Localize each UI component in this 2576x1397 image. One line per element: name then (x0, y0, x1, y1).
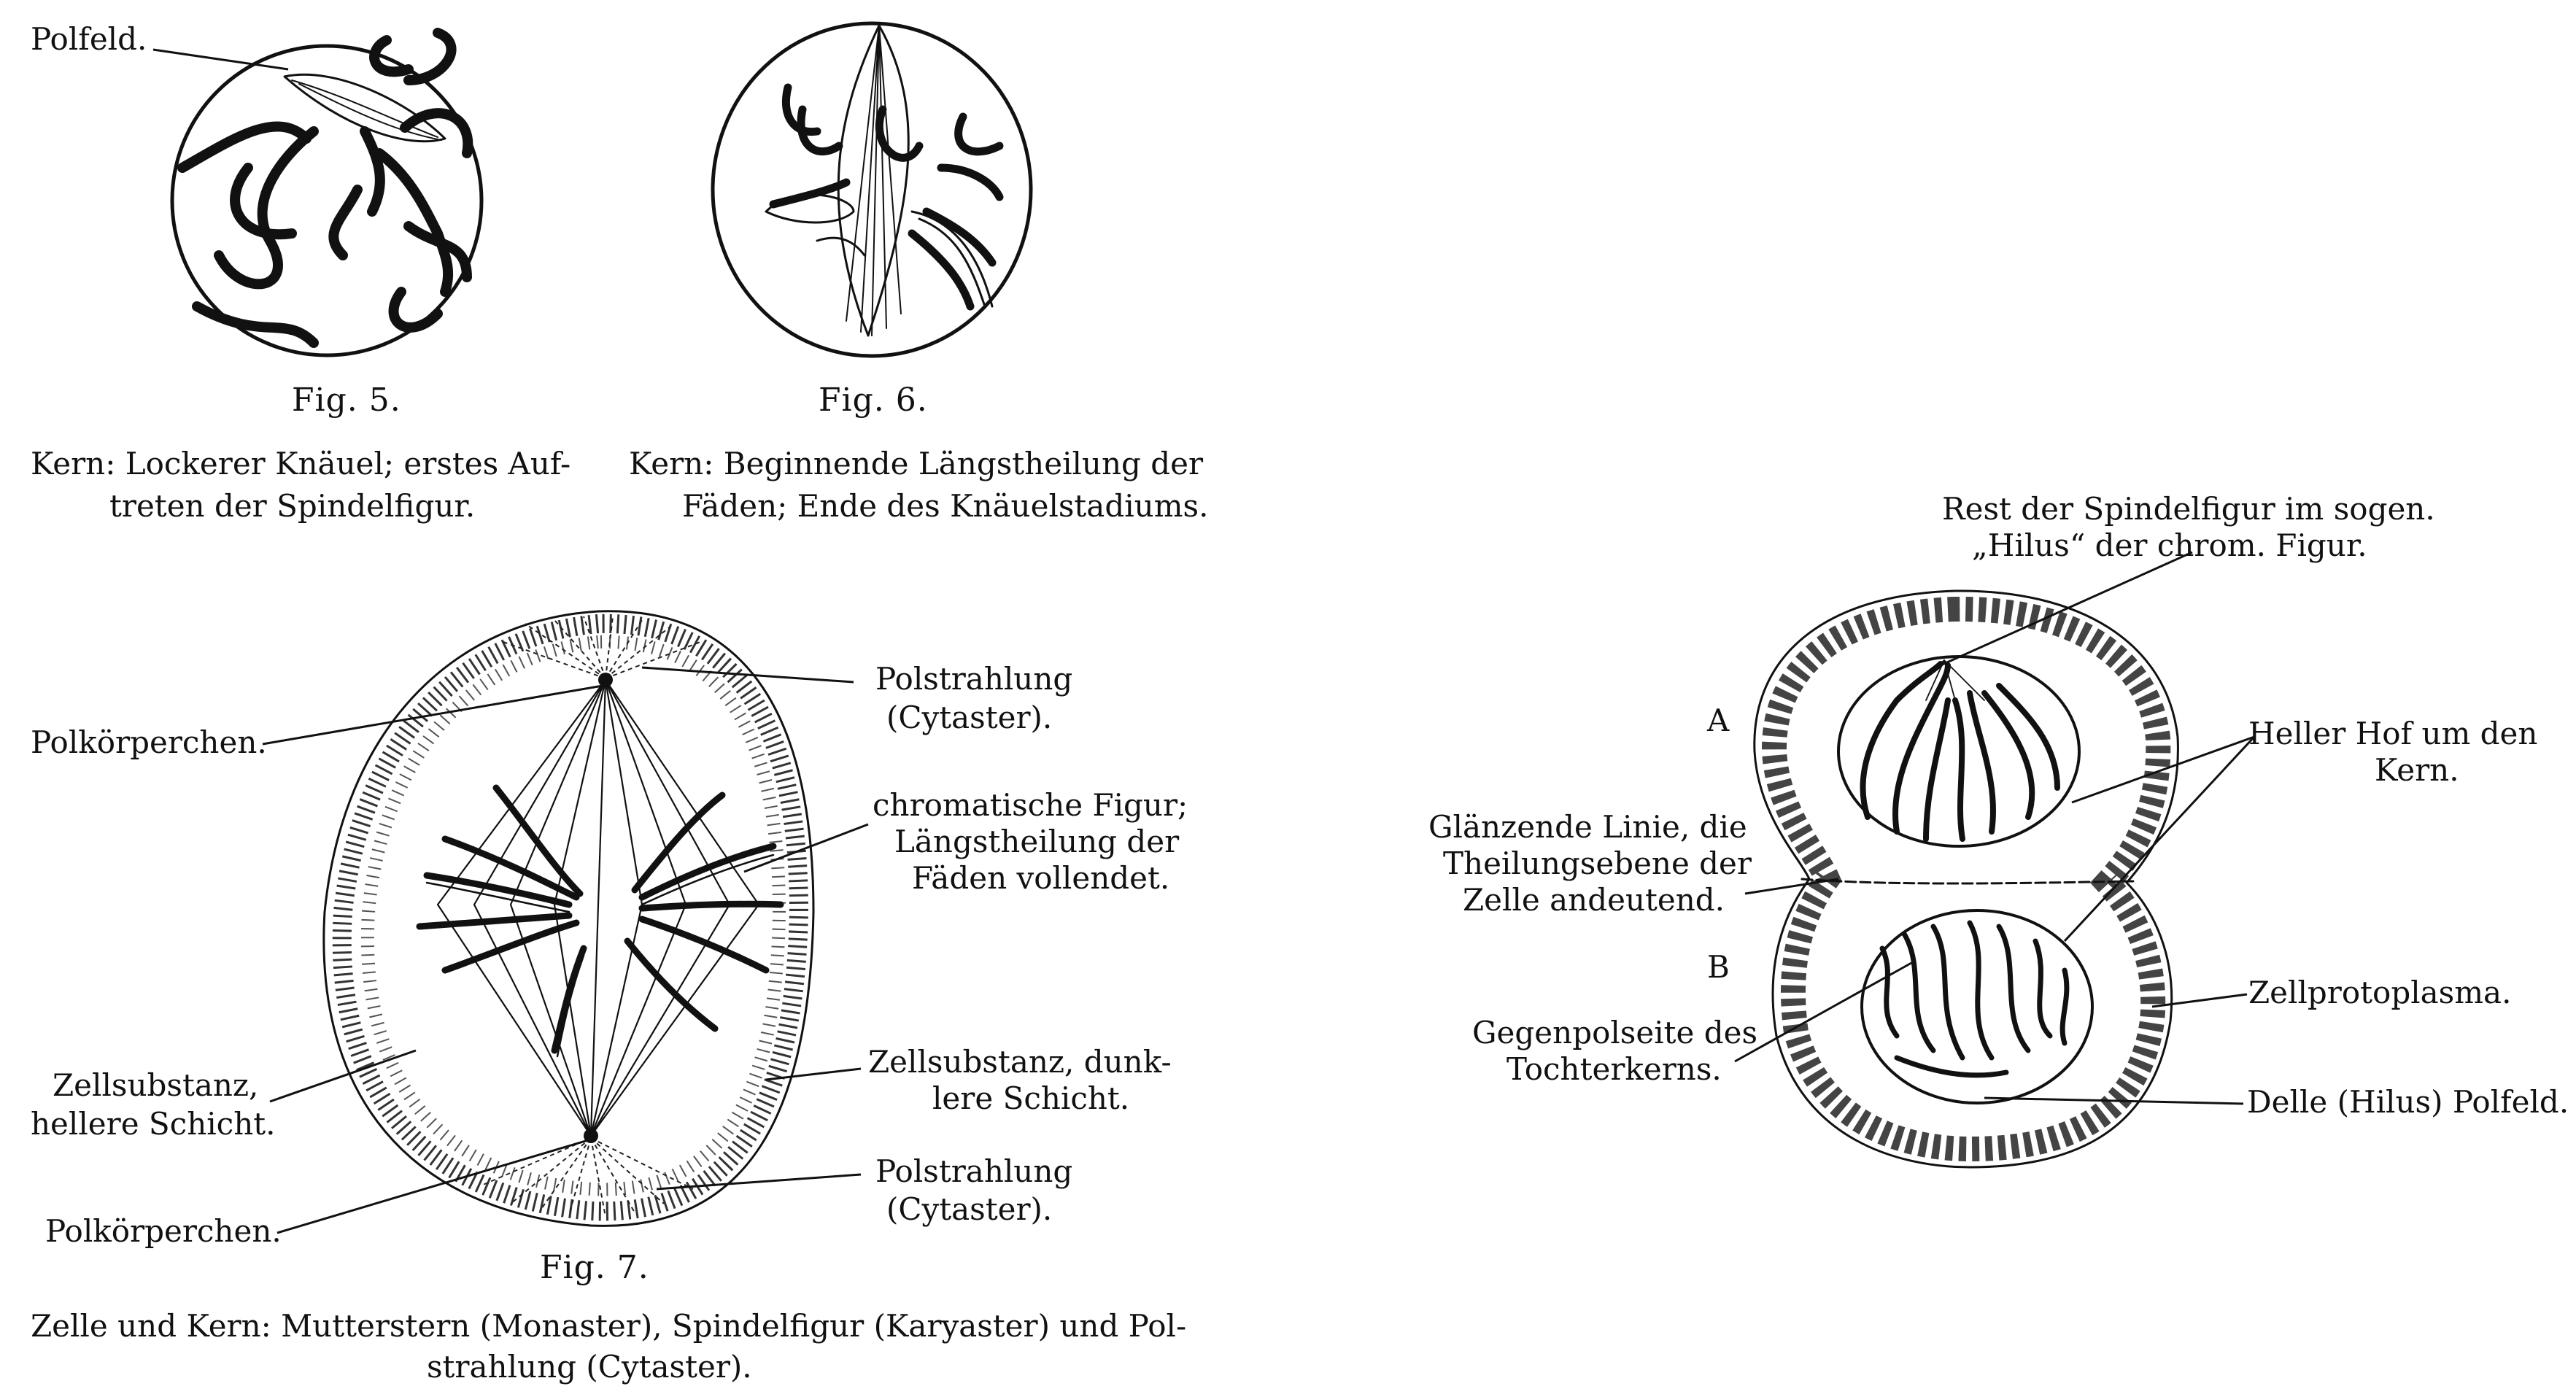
fig7-chromatische-figur (416, 784, 784, 1054)
fig8-gegen-label-2: Tochterkerns. (1506, 1051, 1722, 1087)
fig8-glanz-label-3: Zelle andeutend. (1463, 882, 1725, 918)
fig5-caption-line2: treten der Spindelfigur. (109, 488, 475, 524)
fig7-polkoerperchen-top-label: Polkörperchen. (31, 724, 267, 760)
fig7-cell-outline (322, 610, 815, 1227)
fig5-nucleus-outline (170, 44, 484, 357)
fig7-polstrahlung-bottom-label-1: Polstrahlung (875, 1153, 1072, 1189)
fig7-label: Fig. 7. (540, 1249, 649, 1286)
fig7-chrom-label-3: Fäden vollendet. (912, 860, 1169, 896)
fig8-zellproto-label: Zellprotoplasma. (2248, 975, 2511, 1010)
fig5-polfeld-leader (152, 48, 289, 71)
fig7-polstrahlung-top-label-1: Polstrahlung (875, 661, 1072, 697)
fig7-dark-layer (332, 614, 809, 1221)
fig8-heller-label-1: Heller Hof um den (2248, 716, 2537, 751)
fig8-drawing: Rest der Spindelfigur im sogen. „Hilus“ … (1428, 491, 2569, 1169)
fig7-polstrahlung-bottom-label-2: (Cytaster). (886, 1191, 1052, 1227)
fig7-chrom-label-2: Längstheilung der (894, 824, 1180, 859)
fig5-drawing: Polfeld. Fig. 5. Kern: Lockerer Knäuel; … (31, 21, 570, 524)
fig6-caption-line2: Fäden; Ende des Knäuelstadiums. (682, 488, 1208, 524)
fig8-chromatin-a (1860, 661, 2060, 842)
fig7-zell-dunk-label-2: lere Schicht. (932, 1080, 1129, 1116)
fig6-chromatin-threads (769, 83, 1004, 311)
fig8-cell-outline (1753, 589, 2179, 1169)
fig7-caption-line2: strahlung (Cytaster). (427, 1349, 752, 1385)
fig7-polstrahlung (481, 616, 701, 1218)
fig6-label: Fig. 6. (819, 382, 928, 419)
fig7-caption-line1: Zelle und Kern: Mutterstern (Monaster), … (31, 1308, 1186, 1344)
fig7-chrom-label-1: chromatische Figur; (873, 787, 1188, 823)
fig5-polfeld-label: Polfeld. (31, 21, 147, 57)
fig8-rest-label-1: Rest der Spindelfigur im sogen. (1942, 491, 2435, 527)
fig7-polkoerperchen-bottom-label: Polkörperchen. (45, 1213, 282, 1249)
fig7-zell-hell-label-2: hellere Schicht. (31, 1106, 276, 1142)
fig8-rest-label-2: „Hilus“ der chrom. Figur. (1972, 527, 2367, 563)
fig7-zell-hell-label-1: Zellsubstanz, (53, 1067, 258, 1103)
fig7-drawing: Polkörperchen. Polstrahlung (Cytaster). … (31, 610, 1188, 1385)
fig8-heller-label-2: Kern. (2375, 752, 2459, 788)
fig6-spindle (837, 24, 910, 337)
fig5-label: Fig. 5. (292, 382, 401, 419)
fig6-drawing: Fig. 6. Kern: Beginnende Längstheilung d… (629, 21, 1208, 524)
fig6-nucleus-outline (711, 21, 1033, 358)
fig8-nucleus-b (1860, 909, 2094, 1104)
fig8-gegen-label-1: Gegenpolseite des (1472, 1015, 1757, 1050)
fig8-glanz-label-2: Theilungsebene der (1443, 845, 1752, 881)
fig8-delle-label: Delle (Hilus) Polfeld. (2247, 1084, 2569, 1120)
fig7-zell-dunk-label-1: Zellsubstanz, dunk- (868, 1044, 1172, 1080)
fig8-letter-b: B (1707, 949, 1730, 985)
fig5-spindle (283, 73, 446, 143)
fig8-chromatin-b (1879, 920, 2070, 1078)
fig8-division-line (1801, 878, 2135, 885)
fig8-letter-a: A (1706, 703, 1730, 738)
fig7-polstrahlung-top-label-2: (Cytaster). (886, 700, 1052, 735)
fig8-protoplasm (1761, 596, 2171, 1162)
fig5-chromatin-threads (177, 28, 473, 348)
fig5-caption-line1: Kern: Lockerer Knäuel; erstes Auf- (31, 446, 570, 481)
fig6-caption-line1: Kern: Beginnende Längstheilung der (629, 446, 1204, 481)
fig8-glanz-label-1: Glänzende Linie, die (1428, 809, 1747, 845)
